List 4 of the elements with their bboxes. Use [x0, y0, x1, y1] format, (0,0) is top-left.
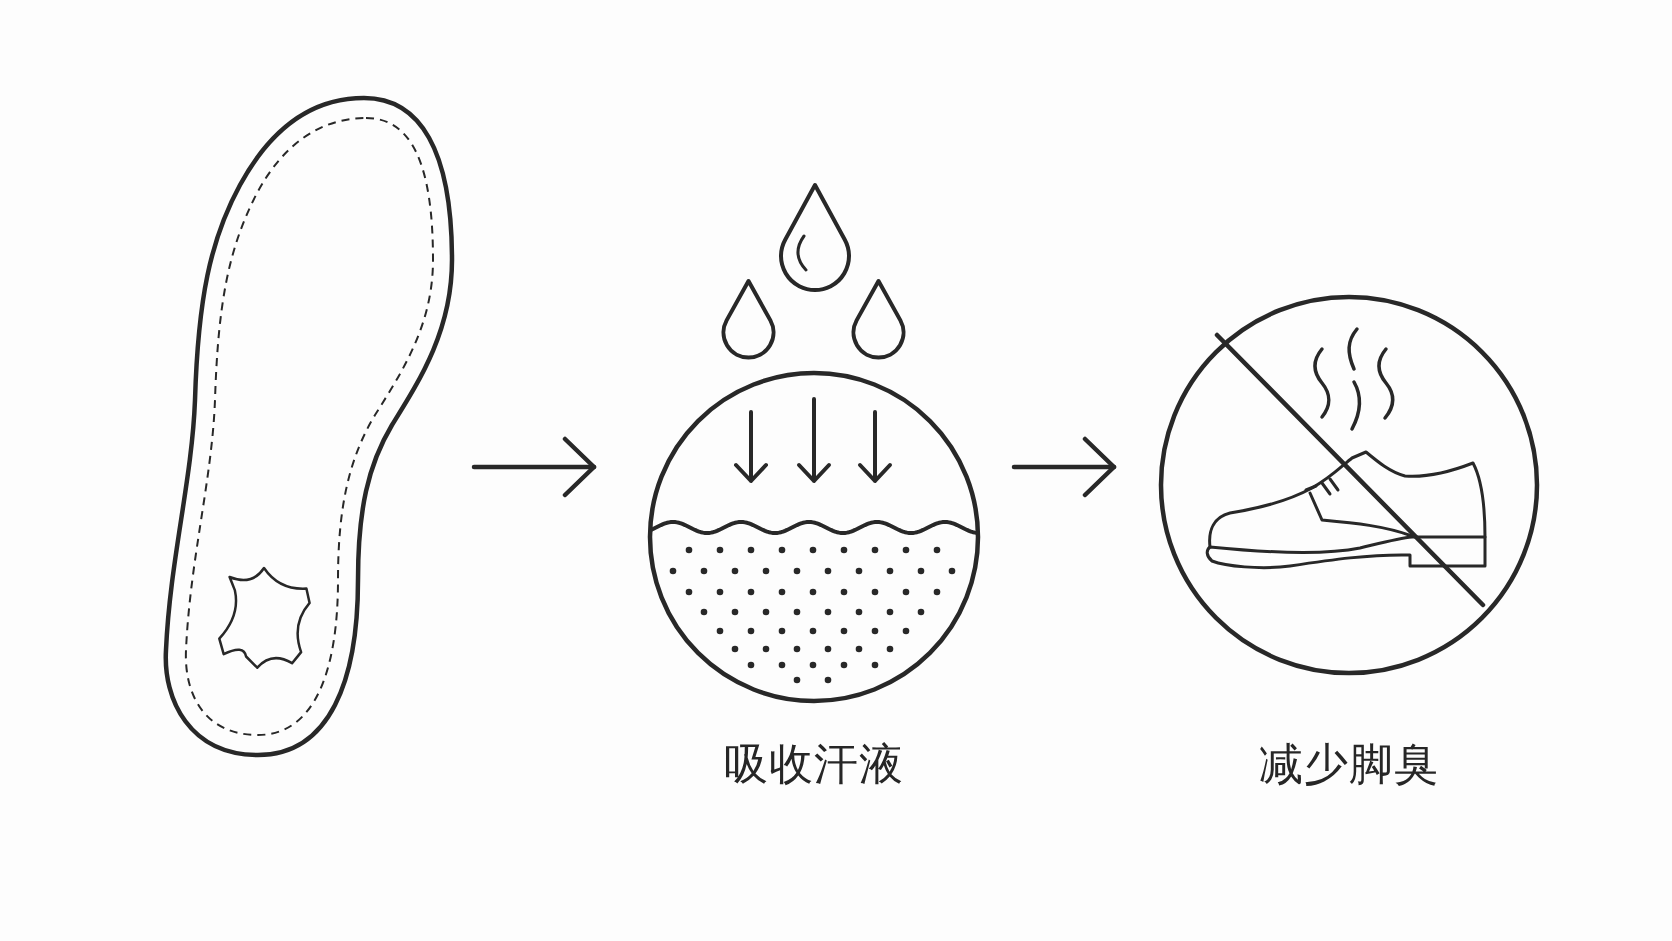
arrow	[1011, 436, 1117, 498]
node-label: 吸收汗液	[724, 738, 904, 791]
node-label: 减少脚臭	[1259, 738, 1439, 791]
arrow	[471, 436, 597, 498]
